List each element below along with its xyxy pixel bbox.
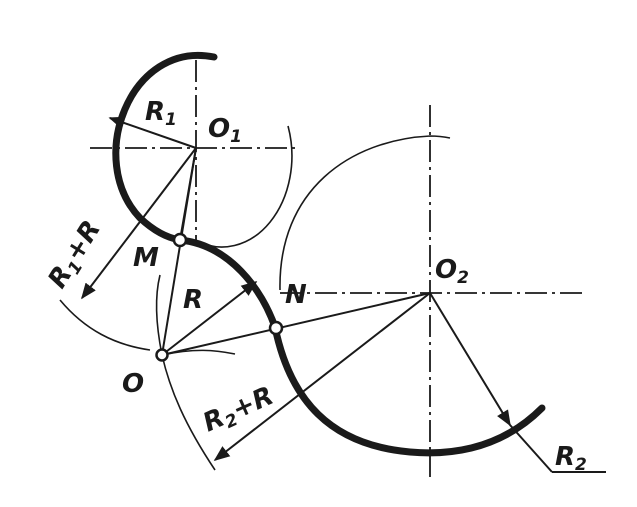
ray-o1-r1-plus-r (81, 147, 197, 300)
outline-arc-r2 (271, 323, 546, 457)
point-n (268, 320, 284, 336)
label-r1: R1 (145, 97, 177, 130)
arc-radius-r2-plus-r (161, 354, 216, 471)
label-r2: R2 (555, 442, 587, 475)
line-o-o2 (161, 292, 431, 356)
label-o1: O1 (208, 114, 242, 147)
label-r1-plus-r: R1+R (42, 215, 109, 295)
label-o2: O2 (435, 255, 469, 288)
line-o1-m (179, 147, 197, 241)
large-arc-o2-construction (279, 135, 451, 291)
label-n: N (285, 280, 307, 310)
point-m (172, 232, 188, 248)
ray-o-r (161, 281, 258, 356)
ray-o1-r1 (108, 116, 197, 149)
arc-radius-r-at-o (155, 274, 163, 356)
point-o (155, 348, 169, 362)
label-m: M (133, 243, 159, 273)
small-circle-o1-remainder (194, 125, 293, 248)
outline-arc-r (176, 236, 279, 331)
arc-radius-r1-plus-r (59, 299, 151, 351)
label-r2-plus-r: R2+R (199, 381, 280, 441)
leader-r2 (509, 424, 553, 473)
ray-o2-r2 (429, 292, 511, 427)
outline-arc-r1 (112, 51, 218, 244)
ray-o2-r2-plus-r (213, 292, 431, 461)
label-o: O (122, 369, 144, 399)
label-r: R (183, 285, 203, 315)
